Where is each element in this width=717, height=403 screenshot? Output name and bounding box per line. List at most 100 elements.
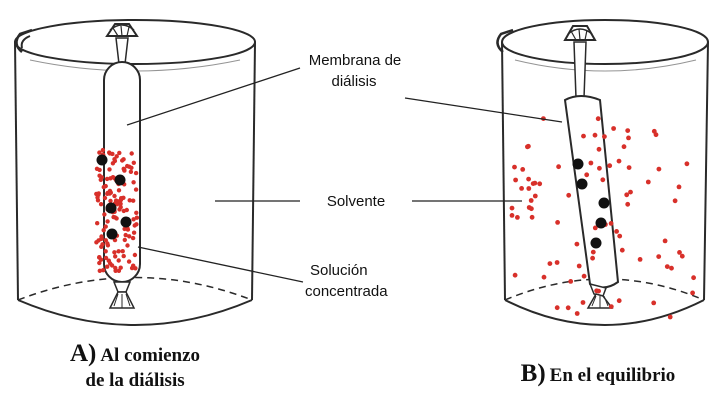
solute-particle (97, 260, 102, 266)
solute-particle (107, 167, 112, 172)
solute-particle (103, 238, 109, 243)
solute-particle (596, 288, 601, 294)
solute-particle (130, 235, 136, 241)
solute-particle (99, 234, 104, 239)
solute-particle (532, 193, 538, 199)
solute-particle (131, 180, 136, 185)
solute-particle (628, 189, 633, 195)
solute-particle (101, 268, 106, 273)
solute-particle (554, 260, 560, 265)
solute-particle (608, 221, 614, 226)
solute-particle (653, 132, 659, 138)
solute-particle (509, 205, 515, 211)
beaker-a (14, 19, 256, 326)
solute-particle (619, 247, 625, 253)
caption-b-text: En el equilibrio (549, 365, 676, 386)
solute-particle (114, 202, 120, 207)
label-membrane-line1: Membrana de (309, 52, 402, 69)
solute-particle (134, 210, 139, 215)
solute-particle (122, 237, 128, 243)
solute-particle (118, 265, 123, 270)
solute-particle (113, 268, 118, 273)
solute-particle (528, 198, 534, 203)
solute-particle (131, 263, 136, 268)
solute-particle (116, 188, 122, 193)
solute-particle (662, 238, 668, 244)
dialysis-bag-a (103, 23, 141, 309)
solute-particle (625, 201, 631, 207)
solute-particle (656, 166, 662, 172)
solute-particle (117, 150, 122, 156)
solute-particle (513, 177, 518, 183)
solute-particle (112, 250, 117, 255)
solute-particle (131, 160, 136, 165)
solute-particle (101, 184, 107, 190)
label-solution-line2: concentrada (305, 283, 388, 300)
solute-particle (684, 161, 690, 167)
solute-particle (520, 167, 526, 172)
solute-particle (118, 205, 123, 210)
solute-particle (679, 253, 685, 259)
solute-particle (574, 241, 580, 247)
solute-particle (103, 224, 108, 229)
solute-particle (131, 217, 136, 222)
solute-particle (626, 165, 632, 171)
solute-particle (122, 168, 127, 173)
solute-particle (592, 132, 598, 138)
solute-particle (584, 172, 590, 178)
solute-particle (97, 150, 102, 155)
solute-particle (121, 253, 126, 259)
solute-particle (616, 158, 622, 164)
solute-particle (626, 135, 631, 141)
solute-particle (530, 181, 536, 187)
label-solvent: Solvente (327, 193, 385, 210)
solute-particle (555, 220, 560, 225)
solute-particle (97, 268, 103, 273)
solute-particle (120, 158, 125, 163)
solute-particle (131, 230, 137, 235)
solute-particle (597, 165, 602, 171)
caption-a-text-line1: Al comienzo (100, 345, 201, 366)
solute-particle (133, 187, 139, 192)
solute-particle (554, 305, 560, 311)
solute-particle (105, 264, 110, 269)
solute-particle (100, 147, 106, 153)
solute-particle (616, 298, 622, 304)
solute-particle (97, 173, 102, 178)
solute-particle (123, 232, 128, 238)
solute-particle (98, 257, 104, 262)
solute-particle (103, 249, 108, 254)
solute-particle (581, 273, 587, 279)
solute-particle (624, 192, 630, 198)
caption-a: A) Al comienzo de la diálisis (10, 341, 260, 393)
solute-particle (602, 134, 607, 140)
solute-particle (99, 244, 104, 249)
large-molecules-b (572, 158, 610, 249)
solute-particle (132, 252, 138, 258)
solute-particle (625, 128, 631, 134)
solute-particle (529, 214, 535, 220)
solute-particle (677, 250, 682, 255)
solute-particle (690, 290, 695, 296)
solute-particle (656, 254, 662, 259)
solute-particle (112, 193, 117, 199)
solute-particle (509, 213, 515, 218)
solute-particle (116, 258, 121, 263)
label-solution-line1: Solución (310, 262, 368, 279)
solute-particle (608, 304, 614, 309)
solute-particle (134, 215, 140, 220)
solute-particle (109, 263, 115, 268)
solute-particle (519, 186, 524, 191)
solute-particle (515, 215, 520, 220)
solute-particle (113, 254, 118, 259)
solute-particle (607, 163, 613, 169)
solute-particle (525, 144, 530, 150)
solute-particle (576, 263, 582, 269)
solute-particle (95, 221, 100, 226)
solute-particle (621, 144, 627, 150)
solute-particle (131, 198, 136, 203)
caption-b: B) En el equilibrio (478, 360, 717, 391)
solute-particle (566, 192, 572, 198)
solute-particle (512, 164, 517, 170)
solute-particle (568, 279, 574, 284)
